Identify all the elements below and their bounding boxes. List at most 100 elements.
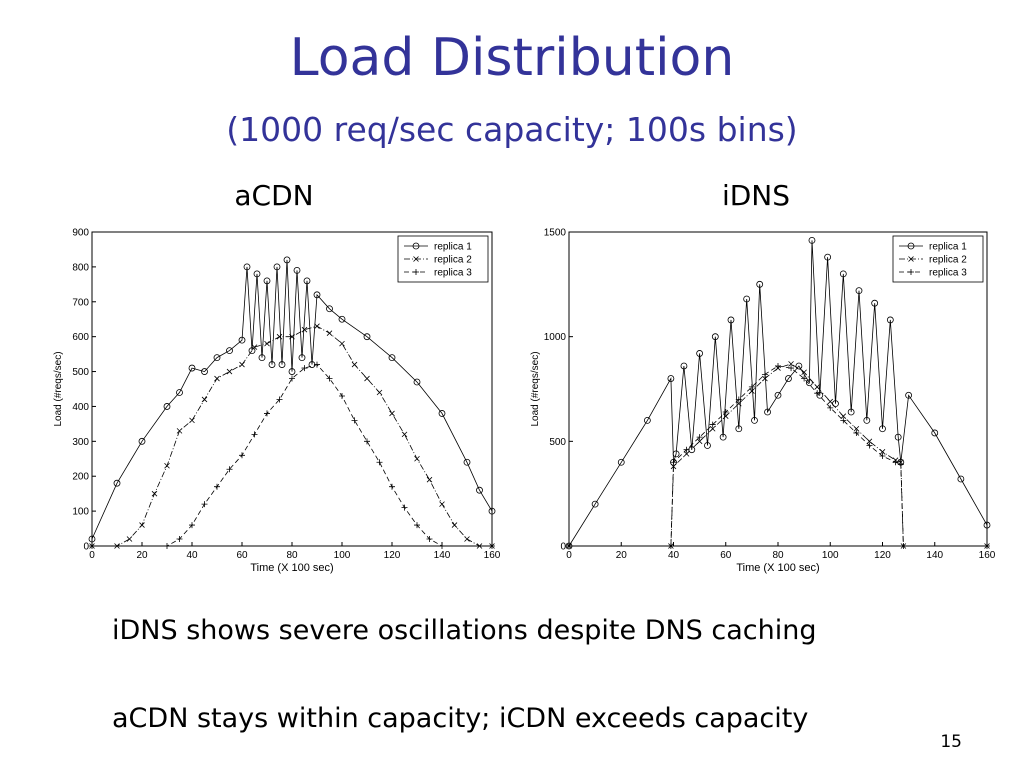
data-point: [735, 396, 742, 403]
y-tick-label: 400: [72, 402, 89, 413]
data-point: [226, 347, 233, 355]
data-point: [805, 379, 813, 387]
legend-marker: [908, 256, 914, 262]
x-tick-label: 100: [822, 550, 839, 561]
x-tick-label: 60: [720, 550, 732, 561]
data-point: [840, 413, 847, 419]
y-tick-label: 0: [83, 542, 89, 553]
data-point: [886, 316, 894, 324]
legend-marker: [413, 256, 419, 262]
series-replica-1: [565, 236, 991, 550]
x-tick-label: 160: [979, 550, 995, 561]
data-point: [892, 459, 899, 466]
data-point: [827, 404, 834, 411]
data-point: [879, 452, 886, 459]
data-point: [931, 429, 939, 437]
data-point: [251, 344, 258, 350]
data-point: [351, 361, 358, 368]
data-point: [413, 378, 421, 386]
y-tick-label: 200: [72, 472, 89, 483]
data-point: [176, 536, 183, 543]
chart-title-idns: iDNS: [721, 179, 791, 212]
y-axis-label: Load (#reqs/sec): [53, 351, 64, 426]
data-point: [476, 543, 483, 549]
data-point: [788, 361, 794, 367]
data-point: [189, 522, 195, 529]
series-line: [569, 363, 987, 547]
series-replica-3: [89, 361, 495, 549]
data-point: [709, 421, 716, 428]
data-point: [814, 384, 820, 390]
data-point: [276, 396, 283, 403]
slide-title: Load Distribution: [289, 28, 735, 88]
data-point: [263, 277, 271, 285]
data-point: [251, 431, 258, 438]
series-line: [92, 325, 492, 547]
data-point: [326, 330, 333, 336]
legend-marker: [908, 269, 914, 275]
legend-label: replica 3: [434, 268, 472, 279]
data-point: [566, 543, 572, 549]
data-point: [239, 361, 245, 368]
data-point: [476, 486, 483, 494]
data-point: [719, 433, 727, 441]
y-tick-label: 100: [72, 507, 89, 518]
data-point: [795, 362, 803, 370]
data-point: [248, 347, 256, 355]
data-point: [138, 437, 146, 445]
x-tick-label: 120: [384, 550, 401, 561]
data-point: [213, 354, 221, 362]
data-point: [253, 270, 261, 278]
data-point: [164, 543, 170, 549]
data-point: [866, 442, 873, 449]
data-point: [853, 429, 860, 436]
data-point: [751, 416, 758, 424]
x-tick-label: 0: [566, 550, 572, 561]
data-point: [278, 361, 286, 368]
data-point: [289, 375, 295, 382]
data-point: [667, 375, 675, 382]
data-point: [301, 365, 308, 372]
legend-marker: [413, 269, 419, 275]
data-point: [303, 277, 311, 285]
y-tick-label: 1000: [544, 332, 567, 343]
data-point: [401, 431, 408, 438]
series-line: [92, 364, 492, 547]
data-point: [314, 323, 320, 329]
data-point: [489, 543, 495, 549]
data-point: [743, 295, 751, 303]
y-tick-label: 500: [549, 437, 566, 448]
data-point: [238, 336, 246, 344]
data-point: [683, 446, 690, 453]
data-point: [617, 458, 625, 466]
data-point: [126, 536, 133, 542]
x-tick-label: 20: [616, 550, 628, 561]
y-tick-label: 600: [72, 332, 89, 343]
data-point: [276, 333, 283, 340]
data-point: [748, 383, 755, 390]
data-point: [735, 425, 743, 433]
data-point: [283, 256, 291, 264]
data-point: [268, 361, 276, 368]
x-tick-label: 100: [334, 550, 351, 561]
data-point: [643, 416, 651, 424]
data-point: [762, 375, 768, 382]
data-point: [463, 458, 471, 466]
data-point: [871, 299, 879, 307]
data-point: [301, 326, 308, 333]
y-tick-label: 300: [72, 437, 89, 448]
y-tick-label: 0: [560, 542, 566, 553]
legend-label: replica 1: [434, 242, 472, 253]
data-point: [414, 455, 420, 462]
data-point: [88, 535, 96, 543]
legend-label: replica 1: [929, 242, 967, 253]
data-point: [897, 461, 904, 468]
slide-subtitle: (1000 req/sec capacity; 100s bins): [226, 110, 798, 149]
data-point: [288, 368, 296, 375]
data-point: [670, 463, 677, 470]
data-point: [879, 449, 886, 455]
data-point: [226, 368, 233, 375]
